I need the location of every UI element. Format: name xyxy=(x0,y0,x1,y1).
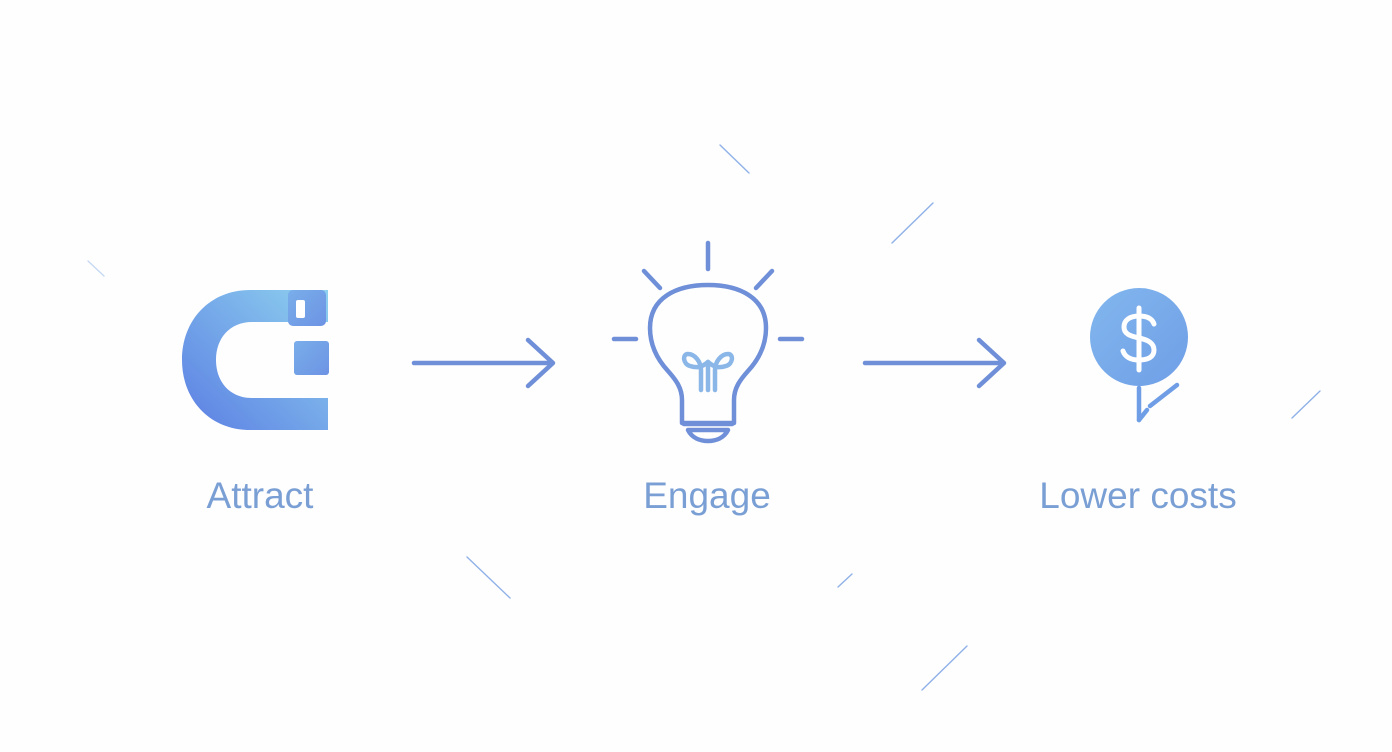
arrow-right-icon xyxy=(862,337,1007,389)
arrow-right-icon xyxy=(411,337,556,389)
deco-line xyxy=(1291,390,1321,419)
dollar-coin-down-icon xyxy=(1090,288,1188,423)
step-label-attract: Attract xyxy=(206,475,314,516)
deco-line xyxy=(466,556,511,599)
deco-line xyxy=(719,144,750,174)
deco-line xyxy=(837,573,853,588)
lightbulb-icon xyxy=(611,240,805,444)
deco-line xyxy=(891,202,934,244)
step-label-lower-costs: Lower costs xyxy=(1039,475,1237,516)
step-label-engage: Engage xyxy=(643,475,771,516)
magnet-icon xyxy=(182,290,329,430)
deco-line xyxy=(87,260,105,277)
deco-line xyxy=(921,645,968,691)
